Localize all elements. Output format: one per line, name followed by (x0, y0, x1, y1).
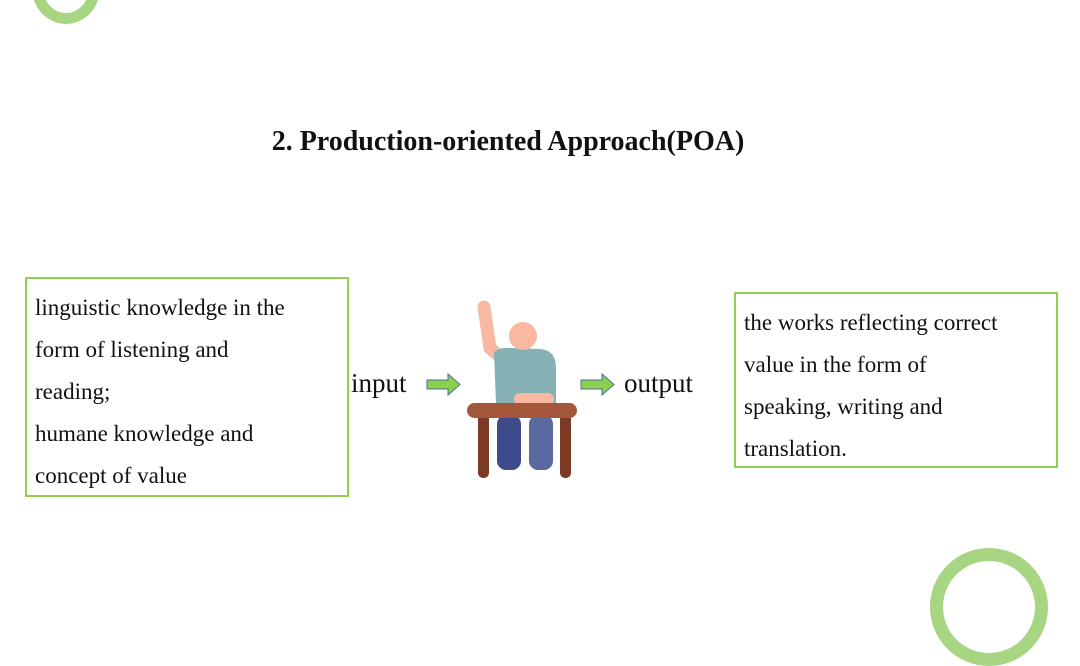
input-line: linguistic knowledge in the (35, 295, 285, 320)
output-line: the works reflecting correct (744, 310, 998, 335)
student-at-desk-icon (467, 300, 577, 478)
arrow-right-icon (426, 372, 461, 397)
output-box: the works reflecting correct value in th… (734, 292, 1058, 468)
input-line: reading; (35, 379, 111, 404)
output-line: value in the form of (744, 352, 927, 377)
slide-title: 2. Production-oriented Approach(POA) (271, 126, 745, 157)
student-illustration (426, 300, 615, 478)
output-line: translation. (744, 436, 847, 461)
input-line: form of listening and (35, 337, 229, 362)
input-line: humane knowledge and (35, 421, 254, 446)
input-line: concept of value (35, 463, 187, 488)
output-line: speaking, writing and (744, 394, 943, 419)
input-box: linguistic knowledge in the form of list… (25, 277, 349, 497)
arrow-right-icon (580, 372, 615, 397)
input-label: input (351, 368, 407, 398)
output-label: output (624, 368, 694, 398)
